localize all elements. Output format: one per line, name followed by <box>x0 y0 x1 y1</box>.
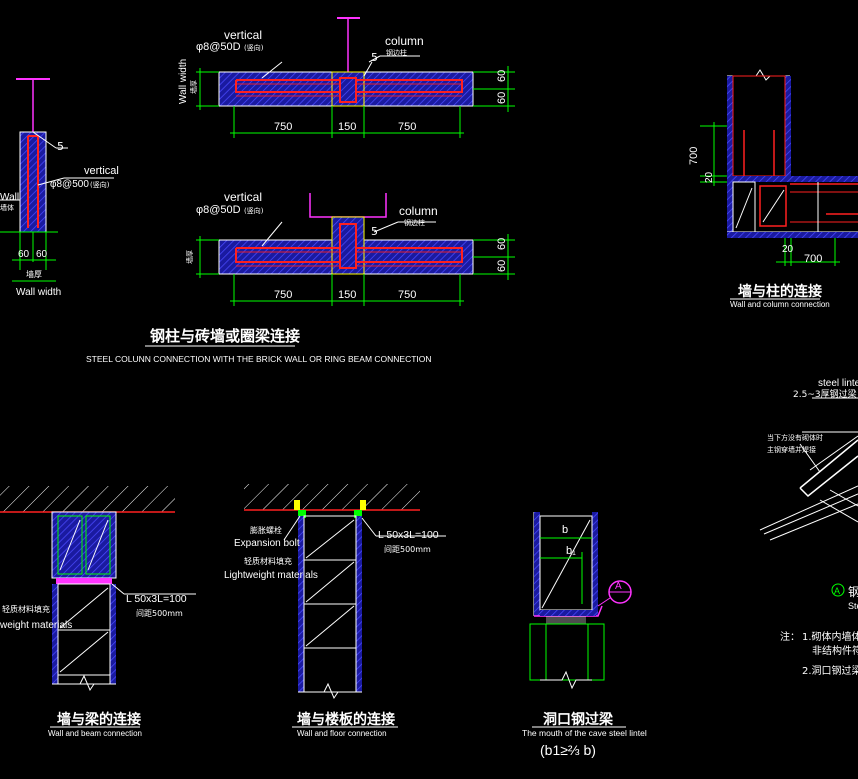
op-title-cn: 洞口钢过梁 <box>543 711 614 728</box>
beam1-column: column <box>385 34 424 48</box>
op-formula: (b1≥⅔ b) <box>540 742 596 758</box>
tl-dim-60a: 60 <box>18 249 30 260</box>
beam1-dim-750a: 750 <box>274 121 292 133</box>
corner-dim-20h: 20 <box>782 244 794 255</box>
lintel-note-1b: 非结构件符合 <box>812 644 858 657</box>
beam2-wall-width-cn: 墙厚 <box>185 250 194 264</box>
beam2-dim-150: 150 <box>338 289 356 301</box>
op-b1: b₁ <box>566 545 576 557</box>
wb-angle: L 50x3L=100 <box>126 593 187 605</box>
beam1-five: 5 <box>371 51 378 64</box>
corner-title-cn: 墙与柱的连接 <box>738 283 822 300</box>
top-left-wall-section <box>0 78 114 282</box>
wall-floor-detail <box>244 484 446 700</box>
corner-title-en: Wall and column connection <box>730 300 830 309</box>
corner-dim-700h: 700 <box>804 253 822 265</box>
wb-fill-cn: 轻质材料填充 <box>2 604 50 614</box>
tl-rebar-note: (竖向) <box>90 180 110 189</box>
wall-beam-detail <box>0 486 196 692</box>
beam2-column: column <box>399 204 438 218</box>
wb-spacing: 间距500mm <box>136 609 183 618</box>
beam1-rebar-note: (竖向) <box>244 43 264 52</box>
wf-spacing: 间距500mm <box>384 545 431 554</box>
opening-lintel-detail <box>529 512 632 690</box>
beam2-five: 5 <box>371 225 378 238</box>
tl-wall-label: Wall <box>0 192 19 203</box>
wb-title-cn: 墙与梁的连接 <box>57 711 141 728</box>
beam1-dim-750b: 750 <box>398 121 416 133</box>
beam1-column-cn: 钢边柱 <box>386 48 407 57</box>
op-b: b <box>562 524 568 536</box>
tl-wall-width-cn: 墙厚 <box>26 269 42 279</box>
wf-title-cn: 墙与楼板的连接 <box>297 711 395 728</box>
main-title-en: STEEL COLUNN CONNECTION WITH THE BRICK W… <box>86 354 432 364</box>
beam2-column-cn: 钢边柱 <box>404 218 425 227</box>
lintel-notes-title: 注： <box>780 630 800 643</box>
lintel-note-1: 1.砌体内墙体， <box>802 630 858 643</box>
wf-fill-cn: 轻质材料填充 <box>244 556 292 566</box>
beam2-rebar-note: (竖向) <box>244 206 264 215</box>
lintel-steel-label: steel lintel <box>818 378 858 389</box>
wb-fill-en: weight materials <box>0 620 72 631</box>
lintel-label-cn: 钢 <box>848 585 858 599</box>
lintel-note1: 当下方没有砌体时 <box>767 433 823 442</box>
lintel-3d-detail <box>759 397 858 597</box>
corner-detail <box>700 69 858 266</box>
lintel-spec: 2.5~3厚钢过梁 <box>793 388 857 400</box>
tl-rebar-spec: φ8@500 <box>50 179 89 190</box>
wf-angle: L 50x3L=100 <box>378 529 439 541</box>
beam1-dim-60b: 60 <box>496 92 508 104</box>
op-title-en: The mouth of the cave steel lintel <box>522 728 647 738</box>
wf-bolt-cn: 膨胀螺栓 <box>250 525 282 535</box>
beam2-section <box>196 193 515 306</box>
corner-dim-700v: 700 <box>688 147 700 165</box>
tl-five: 5 <box>57 140 64 153</box>
tl-wall-width-label: Wall width <box>16 287 61 298</box>
wf-bolt-en: Expansion bolt <box>234 538 300 549</box>
main-title-cn: 钢柱与砖墙或圈梁连接 <box>150 327 300 345</box>
beam2-dim-60a: 60 <box>496 238 508 250</box>
wf-fill-en: Lightweight materials <box>224 570 318 581</box>
beam1-section <box>196 17 515 138</box>
beam2-vertical: vertical <box>224 190 262 204</box>
tl-wall-cn: 墙体 <box>0 203 14 212</box>
beam2-dim-750a: 750 <box>274 289 292 301</box>
lintel-label-en: Ste <box>848 601 858 611</box>
lintel-note2: 主钢穿墙并焊接 <box>767 445 816 454</box>
wb-title-en: Wall and beam connection <box>48 729 142 738</box>
corner-dim-20v: 20 <box>704 171 715 183</box>
beam2-dim-60b: 60 <box>496 260 508 272</box>
beam1-wall-width: Wall width <box>178 59 189 104</box>
lintel-label-a: A <box>834 586 840 596</box>
tl-dim-60b: 60 <box>36 249 48 260</box>
beam1-dim-60a: 60 <box>496 70 508 82</box>
wf-title-en: Wall and floor connection <box>297 729 387 738</box>
tl-vertical-label: vertical <box>84 165 119 177</box>
beam2-rebar-spec: φ8@50D <box>196 204 241 216</box>
beam1-vertical: vertical <box>224 28 262 42</box>
lintel-note-2: 2.洞口钢过梁 <box>802 664 858 677</box>
beam1-rebar-spec: φ8@50D <box>196 41 241 53</box>
beam2-dim-750b: 750 <box>398 289 416 301</box>
beam1-dim-150: 150 <box>338 121 356 133</box>
op-a: A <box>615 581 622 592</box>
beam1-wall-width-cn: 墙厚 <box>189 80 198 94</box>
